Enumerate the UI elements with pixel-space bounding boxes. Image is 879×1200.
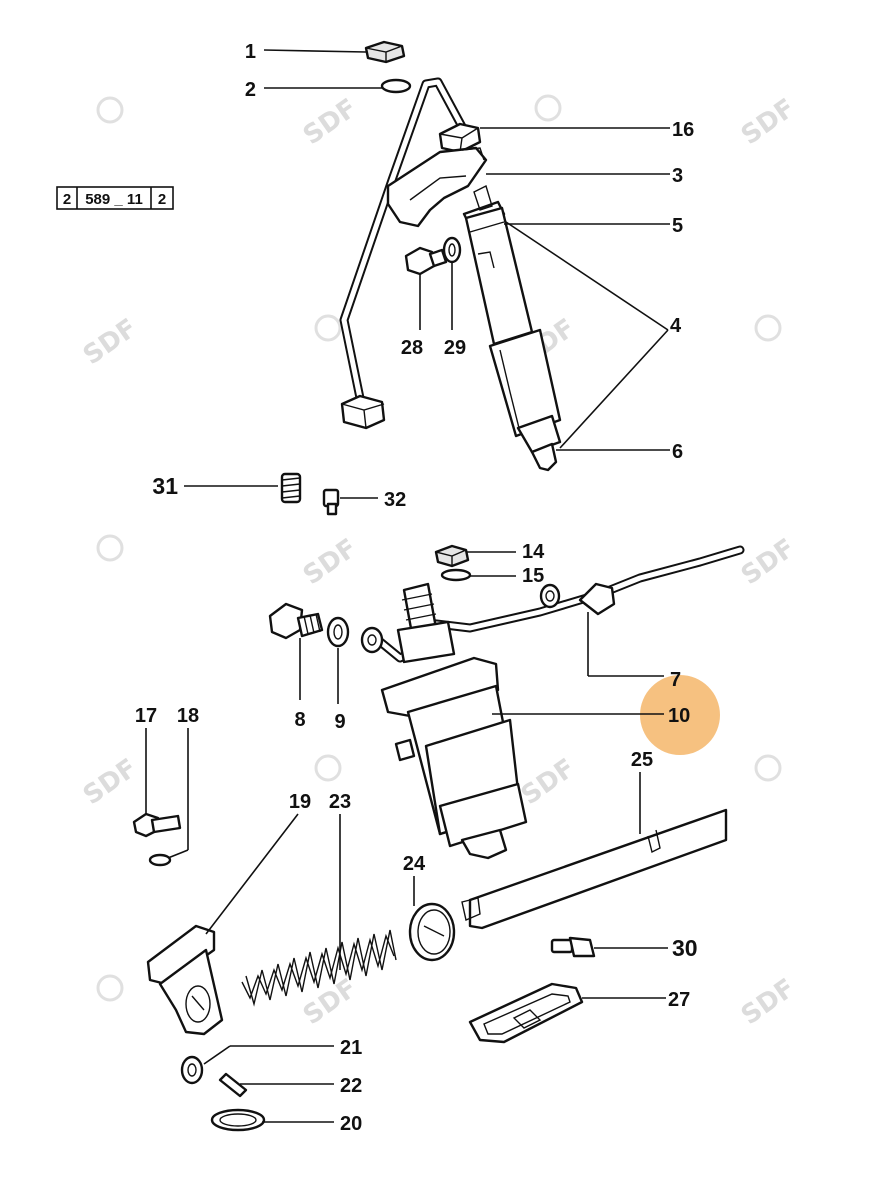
washer-9 (326, 616, 350, 648)
callout-7: 7 (670, 669, 681, 691)
watermark (96, 974, 124, 1002)
reference-box-cell: 2 (63, 191, 71, 208)
nut-1 (364, 40, 406, 64)
watermark: SDF (736, 93, 801, 151)
injection-pump-element-10 (380, 582, 528, 860)
bolt-17 (132, 812, 182, 838)
callout-17: 17 (135, 705, 157, 727)
reference-box-cell: 589 _ 11 (85, 191, 143, 208)
watermark (314, 314, 342, 342)
injector-fuel-pipe (339, 77, 471, 403)
callout-2: 2 (245, 79, 256, 101)
watermark (314, 754, 342, 782)
callout-27: 27 (668, 989, 690, 1011)
watermark (754, 754, 782, 782)
callout-5: 5 (672, 215, 683, 237)
callout-19: 19 (289, 791, 311, 813)
injector-body (462, 185, 562, 472)
callout-20: 20 (340, 1113, 362, 1135)
gasket-27 (468, 982, 584, 1044)
clamp-3 (386, 146, 488, 228)
callout-24: 24 (403, 853, 426, 875)
highlight-circle (640, 675, 720, 755)
watermark: SDF (516, 753, 581, 811)
callout-10: 10 (668, 705, 690, 727)
watermark: SDF (736, 973, 801, 1031)
callouts: 1 2 16 3 5 4 6 28 29 31 32 14 15 7 10 8 … (135, 41, 698, 1135)
screw-32 (322, 488, 340, 516)
pipe-nut (340, 394, 386, 430)
callout-8: 8 (294, 709, 305, 731)
callout-28: 28 (401, 337, 423, 359)
watermark: SDF (298, 93, 363, 151)
callout-15: 15 (522, 565, 544, 587)
watermark: SDF (736, 533, 801, 591)
leader-lines (145, 49, 670, 1123)
watermark (96, 534, 124, 562)
pin-22 (218, 1072, 248, 1098)
control-rack-25 (461, 808, 728, 930)
roller-tappet-19 (146, 924, 224, 1036)
callout-1: 1 (245, 41, 256, 63)
callout-14: 14 (522, 541, 545, 563)
callout-16: 16 (672, 119, 694, 141)
nut-14 (434, 544, 470, 568)
watermark (534, 94, 562, 122)
washer-2 (380, 78, 412, 94)
callout-31: 31 (152, 473, 178, 499)
spring-31 (280, 472, 302, 504)
washer-21 (180, 1055, 204, 1085)
callout-22: 22 (340, 1075, 362, 1097)
callout-4: 4 (670, 315, 682, 337)
washer-18 (148, 853, 172, 867)
watermark: SDF (78, 753, 143, 811)
washer-29 (442, 236, 462, 264)
callout-18: 18 (177, 705, 199, 727)
callout-6: 6 (672, 441, 683, 463)
watermark: SDF (298, 973, 363, 1031)
watermark: SDF (78, 313, 143, 371)
callout-3: 3 (672, 165, 683, 187)
screw-30 (550, 936, 596, 958)
bolt-8 (268, 602, 324, 640)
watermark (754, 314, 782, 342)
callout-9: 9 (334, 711, 345, 733)
reference-box: 2 589 _ 11 2 (56, 186, 174, 210)
reference-box-cell: 2 (158, 191, 166, 208)
bolt-28 (404, 246, 448, 276)
washer-15 (440, 568, 472, 582)
callout-29: 29 (444, 337, 466, 359)
callout-23: 23 (329, 791, 351, 813)
spring-23 (241, 929, 397, 1007)
callout-30: 30 (672, 935, 698, 961)
washer-20 (210, 1108, 266, 1132)
callout-32: 32 (384, 489, 406, 511)
watermark (96, 96, 124, 124)
cap-24 (408, 902, 456, 962)
delivery-pipe-7 (415, 545, 745, 633)
callout-21: 21 (340, 1037, 362, 1059)
watermark: SDF (298, 533, 363, 591)
pipe-union-nut-16 (438, 122, 482, 154)
callout-25: 25 (631, 749, 653, 771)
